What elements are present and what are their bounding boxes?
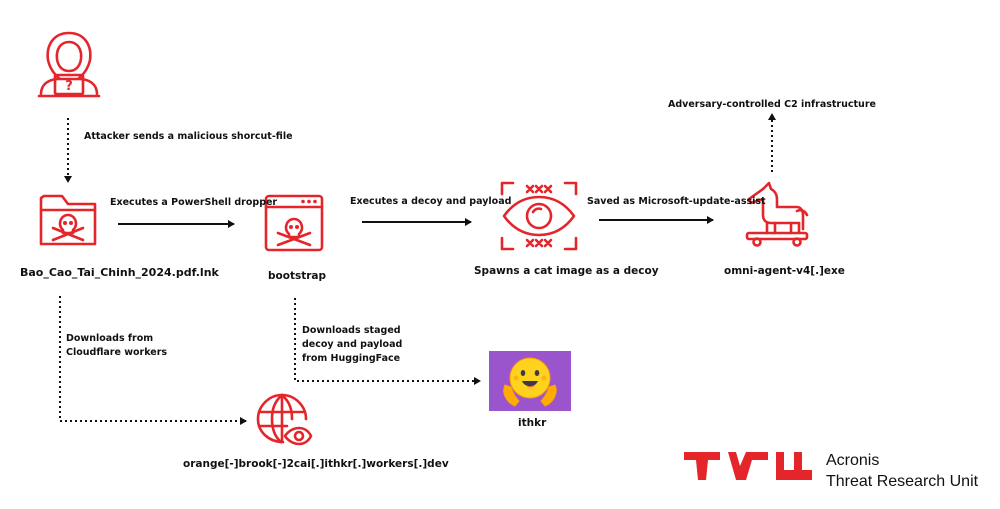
node-domain: orange[-]brook[-]2cai[.]ithkr[.]workers[… [183,458,449,470]
label-downloads-cloudflare: Downloads from Cloudflare workers [66,332,167,360]
brand-text: Acronis Threat Research Unit [826,450,978,492]
eye-icon [500,181,578,251]
brand-line2: Threat Research Unit [826,473,979,490]
label-c2: Adversary-controlled C2 infrastructure [668,99,876,110]
label-sends-shortcut: Attacker sends a malicious shorcut-file [84,131,293,142]
skull-folder-icon [39,194,97,246]
node-agent: omni-agent-v4[.]exe [724,265,845,277]
brand-line1: Acronis [826,452,880,469]
label-line: decoy and payload [302,338,403,350]
label-executes-decoy: Executes a decoy and payload [350,196,512,207]
arrow-bootstrap-to-hf [294,298,481,385]
node-bootstrap: bootstrap [268,270,327,282]
label-line: Downloads staged [302,325,401,336]
label-line: from HuggingFace [302,352,401,364]
node-lnk-file: Bao_Cao_Tai_Chinh_2024.pdf.lnk [20,266,219,279]
globe-icon [256,393,313,446]
arrow-lnk-to-domain [59,296,247,425]
label-executes-dropper: Executes a PowerShell dropper [110,197,278,208]
tru-logo [684,452,812,480]
label-downloads-huggingface: Downloads staged decoy and payload from … [302,324,402,365]
trojan-horse-icon [745,181,809,247]
node-hf-user: ithkr [518,417,547,429]
hacker-icon: ? [37,31,101,98]
label-line: Downloads from [66,333,154,344]
svg-text:?: ? [65,79,73,94]
skull-window-icon [264,194,324,252]
node-decoy: Spawns a cat image as a decoy [474,265,659,277]
label-saved-as: Saved as Microsoft-update-assist [587,196,766,207]
label-line: Cloudflare workers [66,346,168,358]
huggingface-icon [489,351,571,411]
